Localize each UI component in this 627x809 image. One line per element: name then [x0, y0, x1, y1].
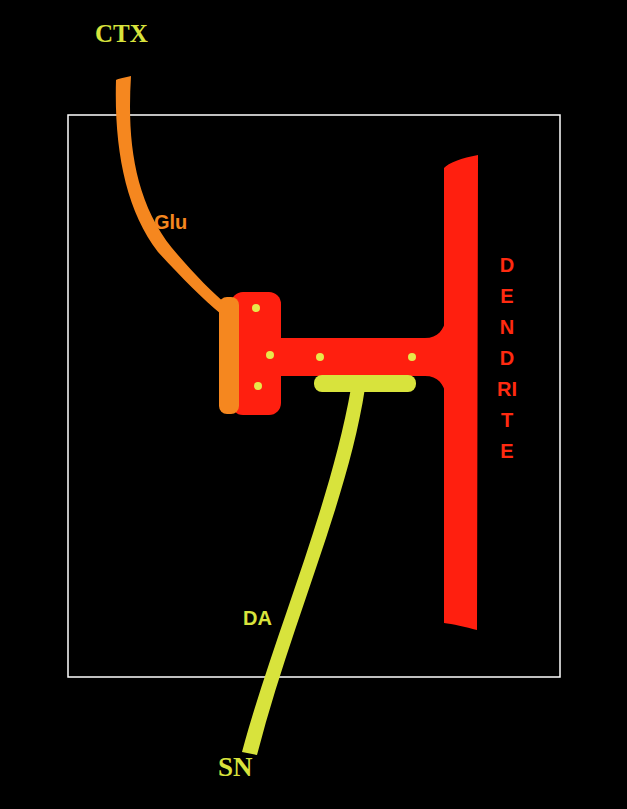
- receptor-dot: [316, 353, 324, 361]
- receptor-dot: [254, 382, 262, 390]
- glu-bouton: [219, 297, 239, 414]
- transmitter-label: DA: [243, 607, 272, 630]
- source-label: SN: [218, 752, 253, 783]
- dendrite-shaft: [444, 155, 478, 630]
- receptor-dot: [408, 353, 416, 361]
- transmitter-label: Glu: [154, 211, 187, 234]
- dendrite-label: DENDRITE: [497, 250, 517, 467]
- receptor-dot: [252, 304, 260, 312]
- receptor-dot: [266, 351, 274, 359]
- glu-axon: [116, 76, 226, 314]
- source-label: CTX: [95, 20, 148, 48]
- da-terminal: [314, 375, 416, 392]
- da-axon: [242, 388, 365, 755]
- spine-neck: [268, 318, 446, 396]
